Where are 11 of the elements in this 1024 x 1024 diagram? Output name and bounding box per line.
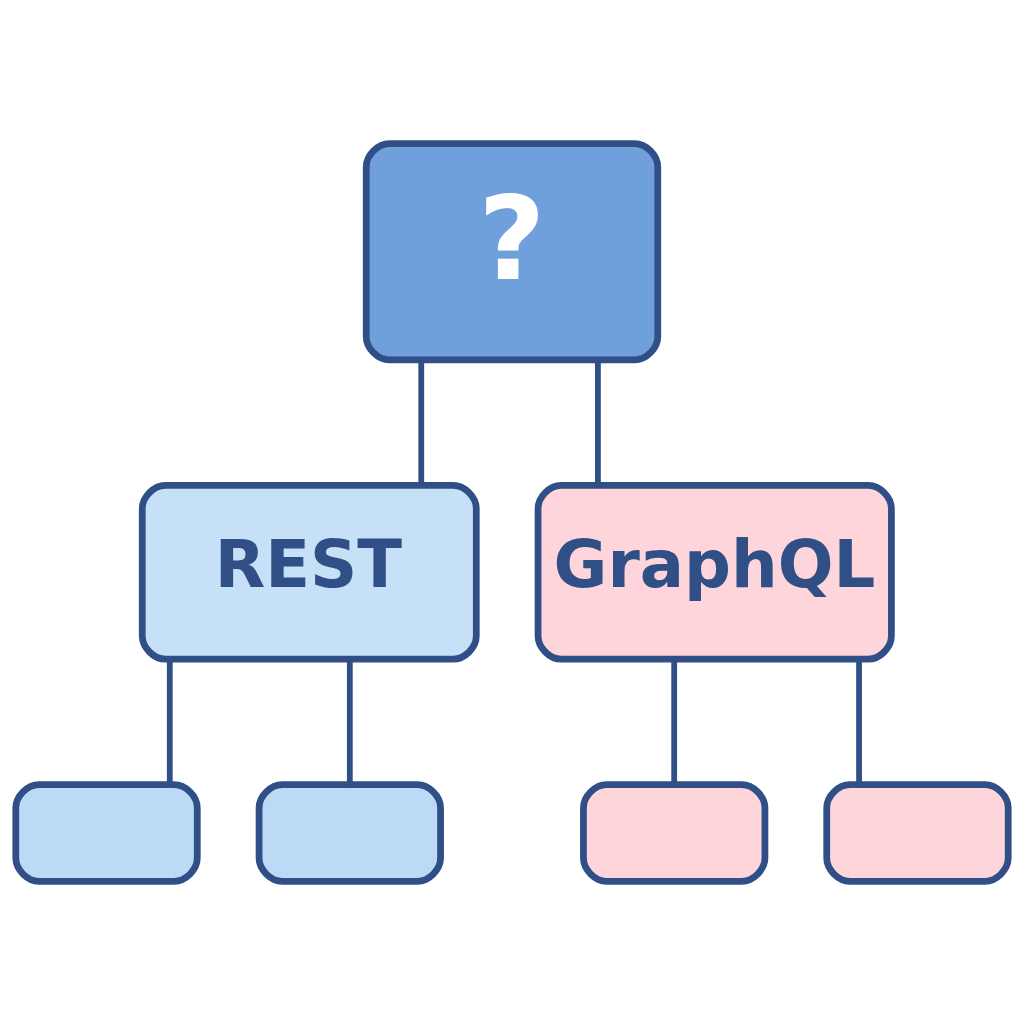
node-box: ? [362, 139, 662, 363]
connector [166, 659, 173, 784]
node-box: REST [138, 481, 480, 663]
node-box: GraphQL [534, 481, 895, 663]
connector [856, 659, 862, 784]
node-box [255, 780, 444, 885]
connector [346, 659, 353, 784]
node-box [823, 780, 1012, 885]
connector [671, 659, 678, 784]
node-box [580, 780, 769, 885]
node-box [12, 780, 201, 885]
